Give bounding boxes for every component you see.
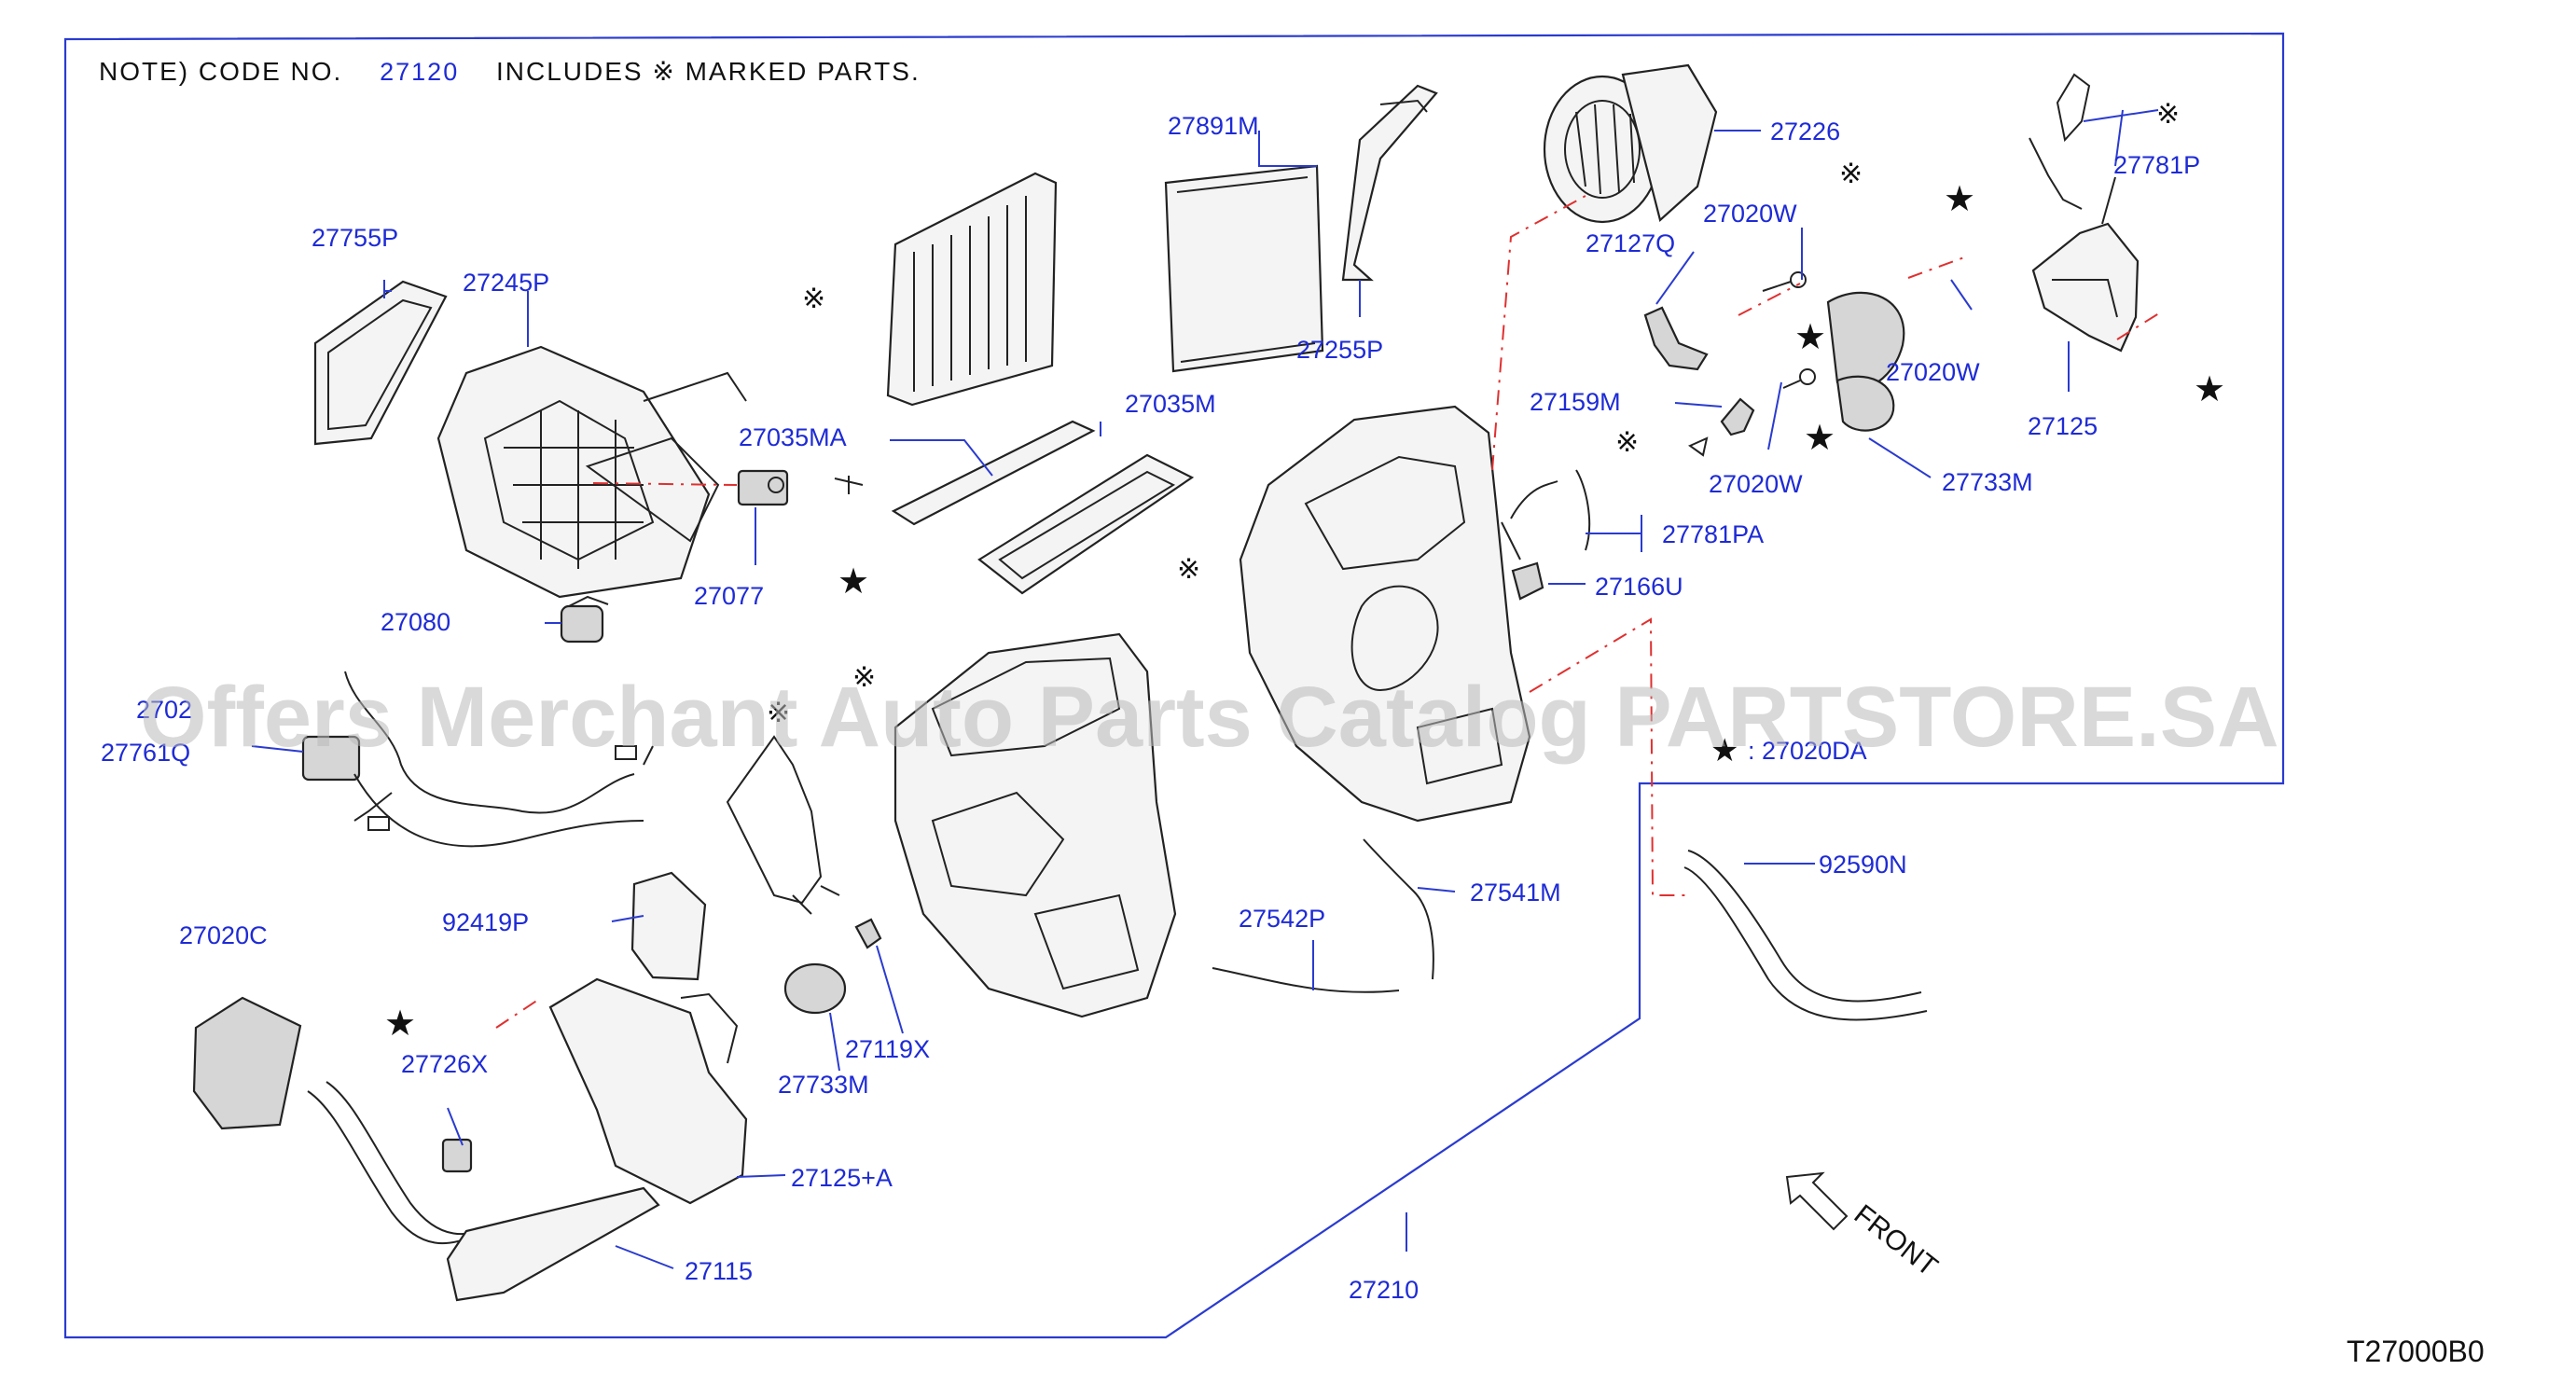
filter-27891M <box>1164 164 1324 373</box>
label-27080[interactable]: 27080 <box>381 608 450 636</box>
marked-symbol-27159M: ※ <box>1615 427 1639 458</box>
label-27761Q[interactable]: 27761Q <box>101 739 190 767</box>
label-27166U[interactable]: 27166U <box>1595 573 1683 601</box>
hose-92590N <box>1683 850 1928 1021</box>
cover-92419P <box>630 871 707 981</box>
label-27542P[interactable]: 27542P <box>1239 905 1325 933</box>
marked-symbol-evaporator: ※ <box>802 284 825 314</box>
label-27077[interactable]: 27077 <box>694 582 764 610</box>
star-symbol-legend: ★ <box>1710 733 1738 768</box>
actuator-27733M-a <box>1835 375 1895 432</box>
label-27226[interactable]: 27226 <box>1770 118 1840 145</box>
label-27781P[interactable]: 27781P <box>2113 151 2200 179</box>
label-27020W-a[interactable]: 27020W <box>1703 200 1797 228</box>
filter-27035MA <box>891 420 1096 526</box>
intake-housing-27245P <box>436 345 747 599</box>
marked-symbol-bracket: ※ <box>767 698 790 728</box>
marked-symbol-gear: ※ <box>1839 159 1863 189</box>
star-symbol-right-a: ★ <box>1944 180 1975 219</box>
leader-lines <box>251 109 2159 1269</box>
label-27020-partial[interactable]: 2702 <box>136 696 192 724</box>
screw-27020W-a <box>1762 271 1807 292</box>
header-note: NOTE) CODE NO. 27120 INCLUDES ※ MARKED P… <box>99 57 921 86</box>
legend-star-text: : 27020DA <box>1748 737 1867 765</box>
label-27245P[interactable]: 27245P <box>463 269 549 297</box>
diagram-code: T27000B0 <box>2347 1335 2485 1368</box>
actuator-27733M-b <box>783 962 847 1015</box>
cable-27541M <box>1363 838 1434 980</box>
filter-27035M <box>977 453 1195 595</box>
label-27115[interactable]: 27115 <box>685 1257 753 1285</box>
label-27210[interactable]: 27210 <box>1349 1276 1419 1304</box>
marked-symbols: ※ ※ ※ ※ ※ ※ ※ <box>767 99 2180 728</box>
label-27125A[interactable]: 27125+A <box>791 1164 893 1192</box>
lever-27127Q <box>1643 306 1709 371</box>
label-27127Q[interactable]: 27127Q <box>1586 229 1675 257</box>
actuator-27125 <box>2029 73 2140 353</box>
label-92590N[interactable]: 92590N <box>1819 851 1907 879</box>
front-arrow-icon <box>1785 1171 1849 1231</box>
heater-unit-27210 <box>1239 405 1531 823</box>
label-27755P[interactable]: 27755P <box>312 224 398 252</box>
label-27891M[interactable]: 27891M <box>1168 112 1259 140</box>
evaporator-core <box>886 172 1058 407</box>
heater-case-lower <box>893 632 1177 1018</box>
harness-27761Q <box>301 671 654 848</box>
actuator-27077 <box>737 469 864 506</box>
link-27781PA <box>1501 469 1591 561</box>
label-27541M[interactable]: 27541M <box>1470 879 1561 907</box>
label-27733M-a[interactable]: 27733M <box>1942 468 2033 496</box>
watermark: Offers Merchant Auto Parts Catalog PARTS… <box>140 670 2279 765</box>
part-labels: 27755P 27245P 27891M 27255P 27226 27781P… <box>101 112 2200 1304</box>
cable-27542P <box>1212 967 1400 993</box>
star-symbol-27125: ★ <box>2194 370 2225 409</box>
valve-27119X <box>854 918 882 949</box>
centerlines <box>495 195 2163 1029</box>
star-symbol-27077: ★ <box>838 562 869 602</box>
actuator-27166U <box>1511 561 1544 601</box>
diagram-frame <box>63 32 2285 1339</box>
label-27125[interactable]: 27125 <box>2028 412 2098 440</box>
marked-symbol-heater-unit: ※ <box>1177 554 1200 585</box>
actuator-27125A <box>548 977 748 1205</box>
label-27020W-c[interactable]: 27020W <box>1709 470 1803 498</box>
star-symbol-27020W: ★ <box>1804 419 1835 458</box>
bracket-marked <box>726 735 840 915</box>
label-27035MA[interactable]: 27035MA <box>739 423 847 451</box>
label-27733M-b[interactable]: 27733M <box>778 1071 869 1099</box>
label-27020C[interactable]: 27020C <box>179 921 268 949</box>
star-symbol-gear: ★ <box>1794 318 1826 357</box>
foam-27020C <box>192 996 302 1130</box>
label-27726X[interactable]: 27726X <box>401 1050 488 1078</box>
marked-symbol-heater-case: ※ <box>852 662 876 693</box>
blower-motor-27226 <box>1543 63 1718 224</box>
label-27781PA[interactable]: 27781PA <box>1662 520 1764 548</box>
star-symbols: ★ ★ ★ ★ ★ ★ ★ <box>384 180 2225 1044</box>
heater-core-27115 <box>307 1081 660 1302</box>
label-27035M[interactable]: 27035M <box>1125 390 1216 418</box>
clip-27726X <box>441 1138 473 1173</box>
screw-27020W-c <box>1782 368 1816 389</box>
lever-27159M <box>1687 397 1755 457</box>
label-92419P[interactable]: 92419P <box>442 908 529 936</box>
star-symbol-bolt: ★ <box>384 1004 416 1044</box>
label-27119X[interactable]: 27119X <box>845 1035 930 1063</box>
label-27159M[interactable]: 27159M <box>1530 388 1621 416</box>
marked-symbol-27781P: ※ <box>2156 99 2180 130</box>
label-27255P[interactable]: 27255P <box>1296 336 1383 364</box>
label-27020W-b[interactable]: 27020W <box>1886 358 1980 386</box>
bracket-27255P <box>1341 84 1438 282</box>
